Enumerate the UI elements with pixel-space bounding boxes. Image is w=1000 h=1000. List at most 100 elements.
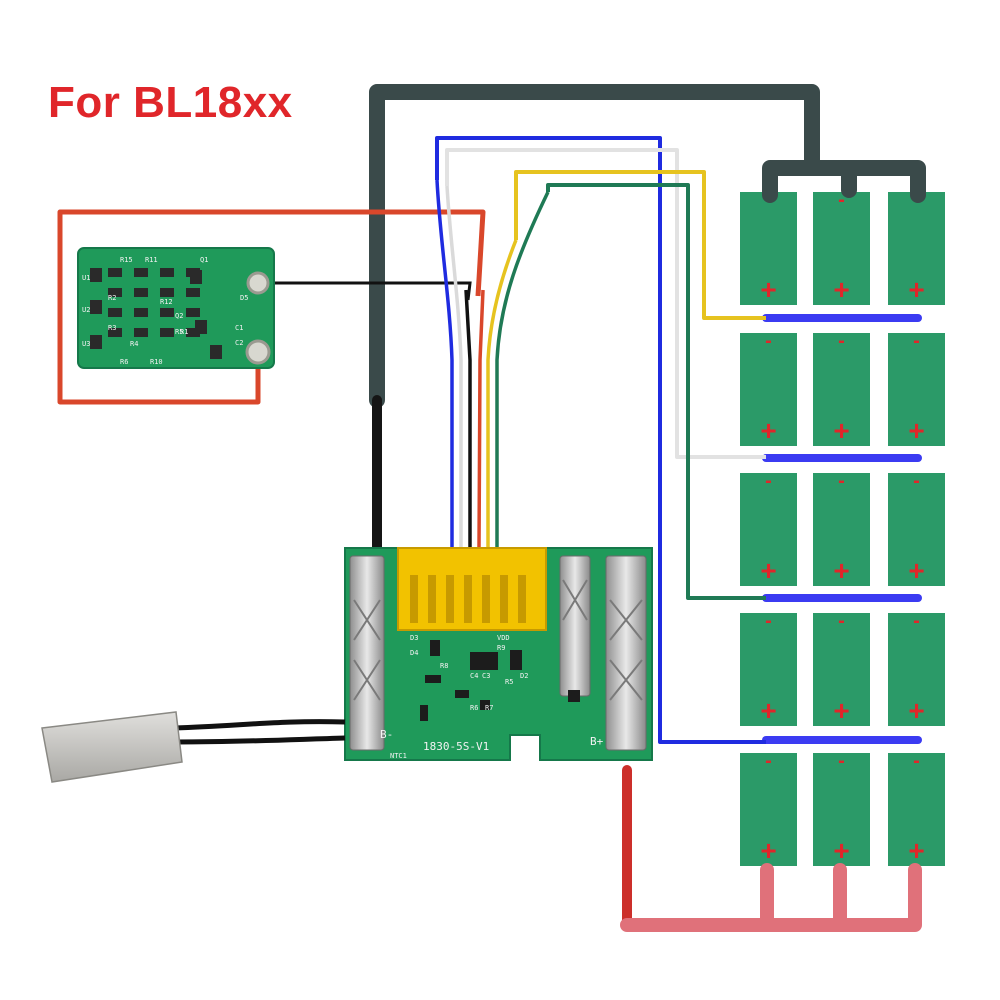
cell-positive-sign: + — [760, 835, 776, 866]
battery-cell: -+ — [813, 470, 870, 586]
cell-positive-sign: + — [760, 274, 776, 305]
smd-component — [134, 288, 148, 297]
cell-positive-sign: + — [760, 695, 776, 726]
terminal-mid — [559, 555, 591, 697]
small-board-label: R15 — [120, 256, 133, 264]
cell-negative-sign: - — [765, 330, 772, 352]
smd-component — [455, 690, 469, 698]
small-board-label: R4 — [130, 340, 138, 348]
cell-positive-sign: + — [908, 695, 924, 726]
connector-pin — [410, 575, 418, 623]
diagram-title: For BL18xx — [48, 78, 293, 127]
battery-cell: -+ — [740, 189, 797, 305]
wire-blue-balance — [435, 136, 766, 744]
main-board-label: R7 — [485, 704, 493, 712]
smd-component — [160, 288, 174, 297]
connector-pin — [464, 575, 472, 623]
small-board-label: R11 — [145, 256, 158, 264]
cell-negative-sign: - — [765, 610, 772, 632]
small-board-label: U2 — [82, 306, 90, 314]
cell-positive-sign: + — [908, 835, 924, 866]
connector-pin — [446, 575, 454, 623]
balance-wire-ribbon — [435, 179, 550, 549]
smd-component — [160, 328, 174, 337]
battery-cell: -+ — [888, 610, 945, 726]
cell-positive-sign: + — [833, 695, 849, 726]
thermistor-sensor — [41, 711, 346, 783]
smd-transistor — [90, 268, 102, 282]
smd-component — [186, 328, 200, 337]
cell-negative-sign: - — [913, 330, 920, 352]
smd-component — [186, 308, 200, 317]
smd-transistor — [190, 270, 202, 284]
small-board-label: C2 — [235, 339, 243, 347]
cell-positive-sign: + — [833, 274, 849, 305]
cell-negative-sign: - — [913, 750, 920, 772]
main-board-label: R5 — [505, 678, 513, 686]
wire-yellow-balance — [514, 170, 766, 320]
small-board-label: R2 — [108, 294, 116, 302]
terminal-left — [349, 555, 385, 751]
wire-black-negative — [369, 84, 926, 408]
small-board-label: Q2 — [175, 312, 183, 320]
small-board-label: R6 — [120, 358, 128, 366]
main-board-label: C3 — [482, 672, 490, 680]
smd-component — [480, 700, 490, 710]
wire-red-small-board — [57, 209, 486, 405]
terminal-right — [605, 555, 647, 751]
main-board-label: R8 — [440, 662, 448, 670]
cell-positive-sign: + — [760, 415, 776, 446]
small-board-label: R10 — [150, 358, 163, 366]
smd-component — [108, 308, 122, 317]
main-board-label: R9 — [497, 644, 505, 652]
smd-component — [108, 288, 122, 297]
connector-pin — [500, 575, 508, 623]
cell-positive-sign: + — [908, 274, 924, 305]
smd-component — [134, 268, 148, 277]
connector-pin — [518, 575, 526, 623]
main-board-label: D4 — [410, 649, 418, 657]
small-board-label: R3 — [108, 324, 116, 332]
smd-component — [160, 308, 174, 317]
cell-negative-sign: - — [838, 189, 845, 211]
parallel-positive-bus — [620, 863, 922, 932]
smd-component — [568, 690, 580, 702]
small-board-label: R12 — [160, 298, 173, 306]
battery-cell: -+ — [888, 189, 945, 305]
cell-negative-sign: - — [913, 610, 920, 632]
cell-positive-sign: + — [908, 415, 924, 446]
cell-positive-sign: + — [833, 835, 849, 866]
main-board-label: D3 — [410, 634, 418, 642]
main-board-label: R6 — [470, 704, 478, 712]
smd-component — [470, 652, 498, 670]
smd-transistor — [90, 335, 102, 349]
b-minus-label: B- — [380, 728, 393, 741]
small-board-label: C1 — [235, 324, 243, 332]
battery-cell: -+ — [888, 330, 945, 446]
b-plus-label: B+ — [590, 735, 604, 748]
battery-cell-pack: -+-+-+-+-+-+-+-+-+-+-+-+-+-+-+ — [740, 189, 945, 866]
smd-transistor — [195, 320, 207, 334]
smd-component — [160, 268, 174, 277]
cell-positive-sign: + — [833, 415, 849, 446]
wire-black-small-board — [258, 281, 472, 301]
cell-negative-sign: - — [765, 470, 772, 492]
small-board-label: R1 — [180, 328, 188, 336]
small-board-label: R5 — [175, 328, 183, 336]
wire-white-balance — [445, 148, 766, 459]
battery-cell: -+ — [740, 470, 797, 586]
smd-component — [186, 288, 200, 297]
main-board-label: VDD — [497, 634, 510, 642]
main-board-label: D2 — [520, 672, 528, 680]
smd-component — [430, 640, 440, 656]
cell-negative-sign: - — [765, 750, 772, 772]
connector-pin — [482, 575, 490, 623]
main-board-label: C4 — [470, 672, 478, 680]
cell-negative-sign: - — [838, 470, 845, 492]
smd-component — [425, 675, 441, 683]
small-board-label: D5 — [240, 294, 248, 302]
cell-positive-sign: + — [760, 555, 776, 586]
